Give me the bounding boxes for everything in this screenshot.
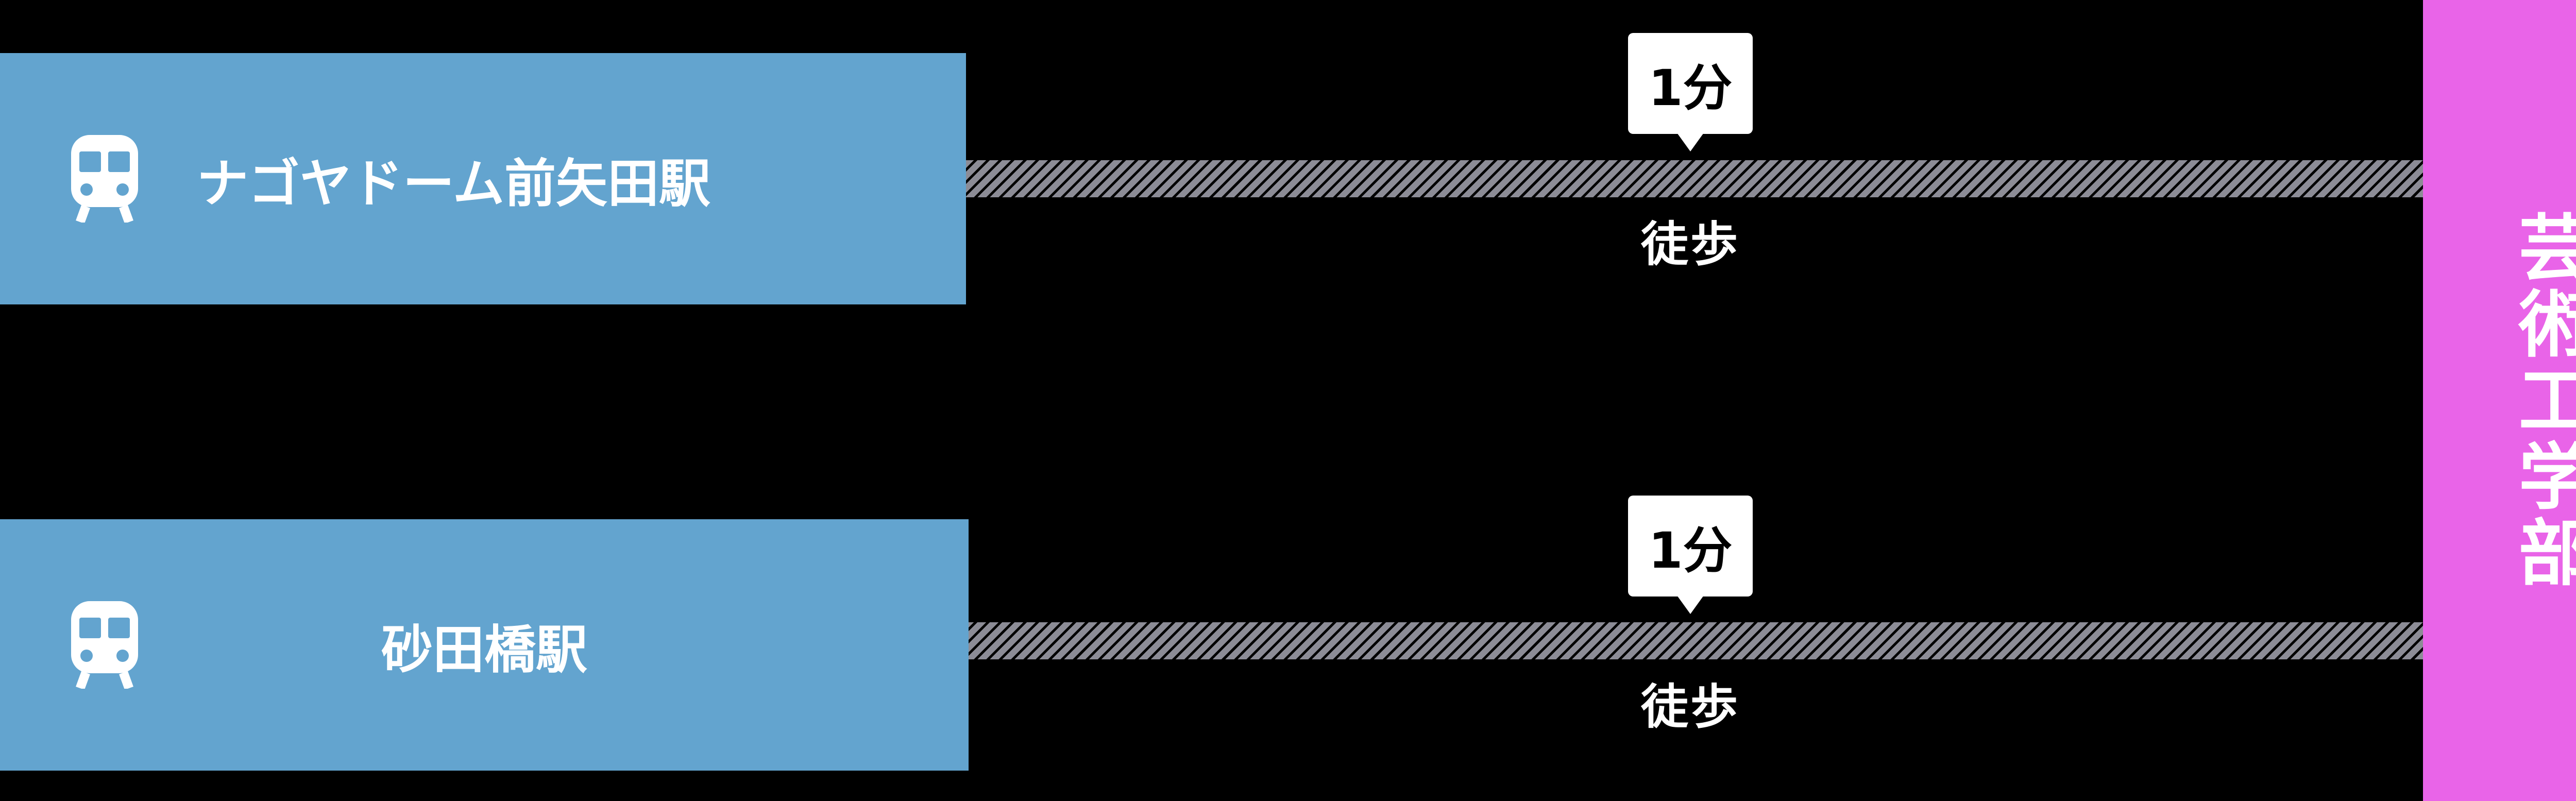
route-line [969, 622, 2423, 659]
destination-label: 芸術工学部 [2506, 210, 2576, 591]
travel-time-badge: 1分 [1628, 496, 1753, 597]
station-label: 砂田橋駅 [381, 619, 587, 680]
travel-mode-label: 徒歩 [1640, 217, 1740, 272]
destination-block: 芸術工学部 [2423, 0, 2576, 801]
travel-mode-label: 徒歩 [1640, 679, 1740, 735]
train-icon [71, 601, 138, 689]
station-label: ナゴヤドーム前矢田駅 [197, 153, 710, 214]
route-line [966, 160, 2423, 197]
train-icon [71, 135, 138, 223]
travel-time-badge: 1分 [1628, 33, 1753, 134]
station-sunadabashi: 砂田橋駅 [0, 519, 969, 771]
station-nagoya-dome-mae-yada: ナゴヤドーム前矢田駅 [0, 53, 966, 304]
